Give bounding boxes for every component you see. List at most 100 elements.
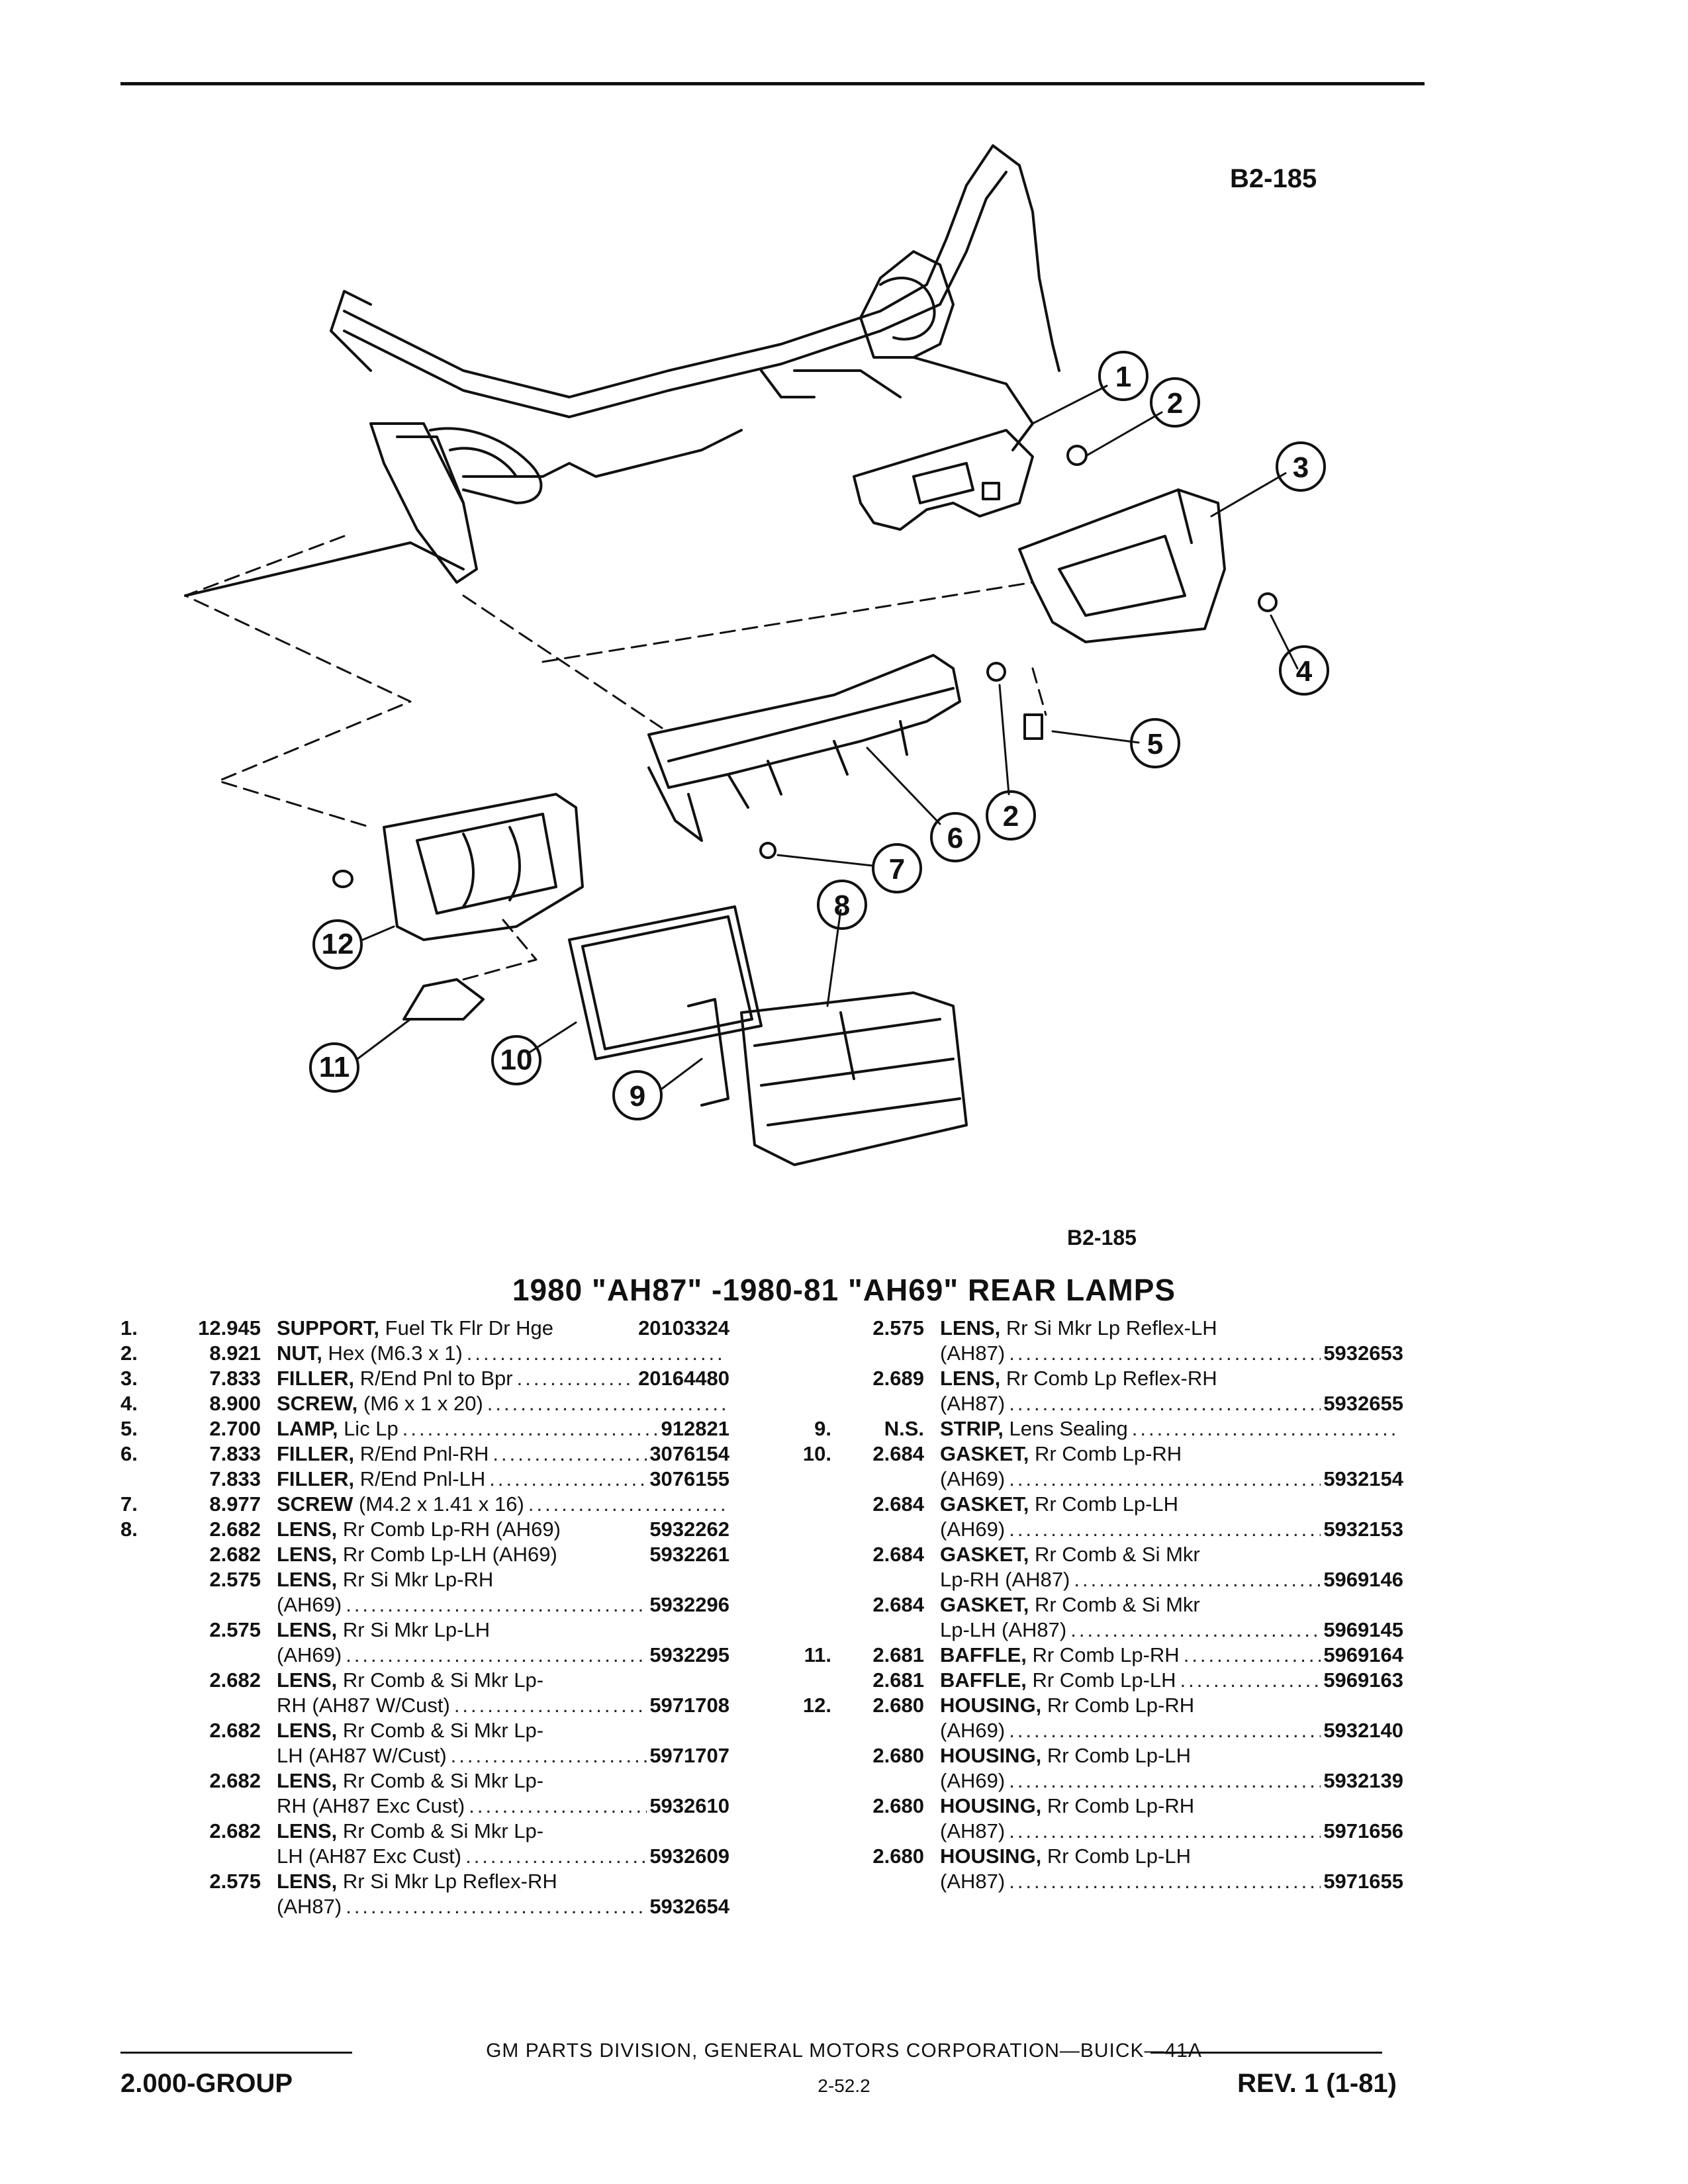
part-description: BAFFLE, Rr Comb Lp-RH5969164: [940, 1643, 1403, 1668]
item-number: [781, 1768, 838, 1794]
item-number: [781, 1567, 838, 1592]
part-description: FILLER, R/End Pnl to Bpr20164480: [277, 1366, 729, 1391]
group-code: 2.680: [872, 1844, 924, 1868]
part-detail: (AH87): [277, 1895, 342, 1918]
part-description: (AH87)5932653: [940, 1341, 1403, 1366]
part-detail: Rr Comb Lp-LH: [1041, 1744, 1191, 1767]
callout-12: 12: [312, 919, 363, 970]
part-description: FILLER, R/End Pnl-RH3076154: [277, 1441, 729, 1467]
part-detail: RH (AH87 W/Cust): [277, 1694, 450, 1717]
part-description: GASKET, Rr Comb & Si Mkr: [940, 1542, 1403, 1567]
group-code: [838, 1567, 940, 1592]
part-description: LENS, Rr Si Mkr Lp Reflex-LH: [940, 1316, 1403, 1341]
part-detail: LH (AH87 Exc Cust): [277, 1844, 462, 1868]
part-description: LENS, Rr Comb & Si Mkr Lp-: [277, 1768, 729, 1794]
callout-7: 7: [872, 843, 922, 893]
dot-leader: [461, 1844, 647, 1869]
part-detail: Rr Comb Lp-RH: [1041, 1694, 1195, 1717]
svg-text:8: 8: [834, 889, 850, 922]
item-number: 9.: [814, 1417, 831, 1440]
item-number: 3.: [120, 1367, 138, 1390]
item-number: [781, 1794, 838, 1819]
part-description: LENS, Rr Si Mkr Lp-RH: [277, 1567, 729, 1592]
part-description: (AH69)5932153: [940, 1517, 1403, 1542]
parts-row: (AH87)5932654: [120, 1894, 729, 1919]
group-code: 2.700: [209, 1417, 261, 1440]
callout-2: 2: [1150, 377, 1200, 428]
svg-text:1: 1: [1115, 361, 1131, 393]
group-code: 2.682: [209, 1719, 261, 1742]
group-code: [168, 1794, 277, 1819]
part-description: (AH69)5932139: [940, 1768, 1403, 1794]
parts-row: 2.575 LENS, Rr Si Mkr Lp-RH: [120, 1567, 729, 1592]
group-code: 2.575: [209, 1568, 261, 1591]
part-detail: Rr Si Mkr Lp-LH: [337, 1618, 491, 1641]
parts-row: LH (AH87 W/Cust)5971707: [120, 1743, 729, 1768]
part-description: HOUSING, Rr Comb Lp-RH: [940, 1693, 1403, 1718]
part-number: 5932609: [649, 1844, 729, 1868]
group-code: 2.684: [872, 1442, 924, 1465]
dot-leader: [483, 1391, 727, 1416]
part-detail: Rr Comb Lp-LH: [1041, 1844, 1191, 1868]
dot-leader: [342, 1643, 647, 1668]
group-code: [838, 1718, 940, 1743]
dot-leader: [1005, 1517, 1321, 1542]
part-detail: Rr Si Mkr Lp-RH: [337, 1568, 494, 1591]
part-number: 5932153: [1323, 1518, 1403, 1541]
part-number: 5971656: [1323, 1819, 1403, 1843]
part-description: Lp-RH (AH87)5969146: [940, 1567, 1403, 1592]
part-number: [1401, 1492, 1403, 1517]
item-number: 7.: [120, 1492, 138, 1516]
part-name: LAMP,: [277, 1417, 338, 1440]
item-number: [120, 1693, 168, 1718]
part-name: LENS,: [277, 1568, 338, 1591]
dot-leader: [485, 1467, 647, 1492]
part-number: [1401, 1592, 1403, 1617]
part-detail: (AH69): [277, 1643, 342, 1666]
group-code: 2.680: [872, 1794, 924, 1817]
part-description: HOUSING, Rr Comb Lp-LH: [940, 1743, 1403, 1768]
part-number: [1401, 1316, 1403, 1341]
part-name: LENS,: [940, 1316, 1001, 1340]
part-description: (AH69)5932295: [277, 1643, 729, 1668]
part-name: LENS,: [940, 1367, 1001, 1390]
part-name: SCREW: [277, 1492, 353, 1516]
part-number: 5932655: [1323, 1392, 1403, 1415]
part-detail: Lp-LH (AH87): [940, 1618, 1067, 1641]
part-name: GASKET,: [940, 1593, 1029, 1616]
part-description: LENS, Rr Comb & Si Mkr Lp-: [277, 1819, 729, 1844]
item-number: [120, 1768, 168, 1794]
parts-row: (AH69)5932153: [781, 1517, 1403, 1542]
item-number: [120, 1668, 168, 1693]
parts-row: (AH69)5932295: [120, 1643, 729, 1668]
group-code: 2.682: [209, 1543, 261, 1566]
part-description: RH (AH87 W/Cust)5971708: [277, 1693, 729, 1718]
item-number: [781, 1819, 838, 1844]
part-description: Lp-LH (AH87)5969145: [940, 1617, 1403, 1643]
part-detail: Rr Si Mkr Lp Reflex-LH: [1000, 1316, 1217, 1340]
dot-leader: [447, 1743, 647, 1768]
part-description: (AH69)5932296: [277, 1592, 729, 1617]
part-name: SCREW,: [277, 1392, 358, 1415]
part-detail: (M6 x 1 x 20): [357, 1392, 483, 1415]
part-description: LENS, Rr Si Mkr Lp-LH: [277, 1617, 729, 1643]
part-name: BAFFLE,: [940, 1643, 1027, 1666]
part-description: NUT, Hex (M6.3 x 1): [277, 1341, 729, 1366]
part-description: GASKET, Rr Comb & Si Mkr: [940, 1592, 1403, 1617]
dot-leader: [1005, 1718, 1321, 1743]
group-code: [838, 1517, 940, 1542]
part-detail: RH (AH87 Exc Cust): [277, 1794, 465, 1817]
part-description: LH (AH87 Exc Cust) 5932609: [277, 1844, 729, 1869]
group-code: 8.977: [209, 1492, 261, 1516]
footer-page-number: 2-52.2: [818, 2075, 870, 2096]
part-number: 5971707: [649, 1744, 729, 1767]
part-detail: (AH69): [940, 1769, 1006, 1792]
part-number: 912821: [661, 1417, 729, 1440]
footer-publisher: GM PARTS DIVISION, GENERAL MOTORS CORPOR…: [486, 2040, 1202, 2062]
part-detail: Rr Comb & Si Mkr: [1029, 1543, 1200, 1566]
